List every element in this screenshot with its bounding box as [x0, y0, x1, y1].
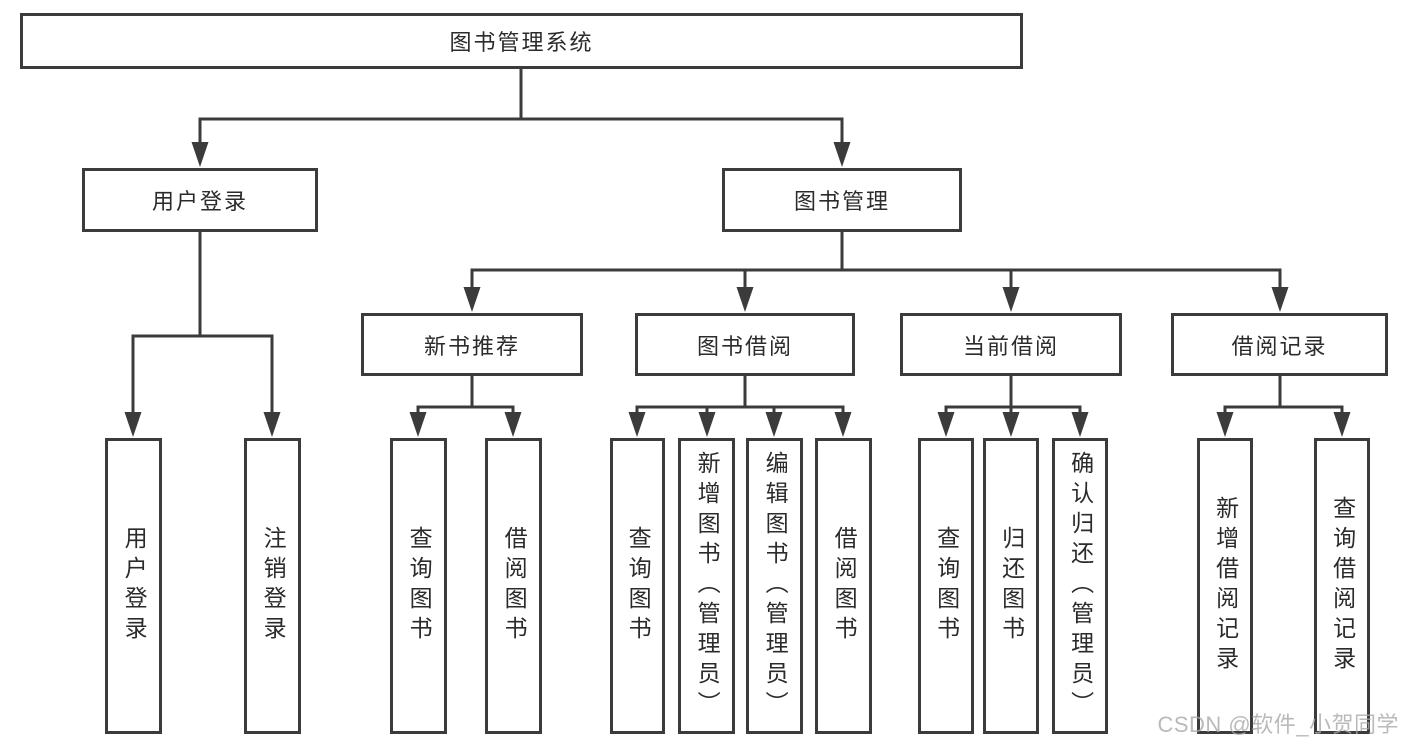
- leaf-add-borrow-record: 新增借阅记录: [1197, 438, 1253, 734]
- leaf-borrow-query-books: 查询图书: [610, 438, 665, 734]
- node-book-borrow-label: 图书借阅: [696, 333, 793, 359]
- leaf-borrow-query-books-label: 查询图书: [625, 526, 652, 646]
- leaf-return-books-label: 归还图书: [998, 526, 1025, 646]
- node-current-borrow: 当前借阅: [900, 313, 1122, 376]
- node-library-system-label: 图书管理系统: [449, 30, 594, 55]
- node-library-system: 图书管理系统: [20, 13, 1023, 69]
- leaf-user-login-label: 用户登录: [121, 526, 148, 646]
- leaf-add-borrow-record-label: 新增借阅记录: [1212, 496, 1239, 676]
- leaf-query-borrow-record-label: 查询借阅记录: [1329, 496, 1356, 676]
- leaf-recommend-query-books-label: 查询图书: [406, 526, 433, 646]
- leaf-add-books-admin-label: 新增图书（管理员）: [694, 451, 721, 721]
- leaf-recommend-query-books: 查询图书: [390, 438, 447, 734]
- node-user-login-label: 用户登录: [151, 189, 248, 214]
- node-new-book-recommend: 新书推荐: [361, 313, 583, 376]
- node-book-borrow: 图书借阅: [635, 313, 855, 376]
- leaf-recommend-borrow-books-label: 借阅图书: [501, 526, 528, 646]
- leaf-query-borrow-record: 查询借阅记录: [1314, 438, 1370, 734]
- leaf-logout: 注销登录: [244, 438, 301, 734]
- leaf-return-books: 归还图书: [983, 438, 1039, 734]
- node-book-management: 图书管理: [722, 168, 962, 232]
- node-book-management-label: 图书管理: [793, 189, 890, 214]
- leaf-edit-books-admin-label: 编辑图书（管理员）: [762, 451, 789, 721]
- node-borrow-records-label: 借阅记录: [1231, 333, 1328, 359]
- leaf-add-books-admin: 新增图书（管理员）: [678, 438, 735, 734]
- node-new-book-recommend-label: 新书推荐: [423, 333, 520, 359]
- leaf-current-query-books: 查询图书: [918, 438, 974, 734]
- leaf-logout-label: 注销登录: [260, 526, 287, 646]
- leaf-edit-books-admin: 编辑图书（管理员）: [746, 438, 803, 734]
- node-borrow-records: 借阅记录: [1171, 313, 1388, 376]
- leaf-confirm-return-admin-label: 确认归还（管理员）: [1067, 451, 1094, 721]
- leaf-current-query-books-label: 查询图书: [933, 526, 960, 646]
- leaf-recommend-borrow-books: 借阅图书: [485, 438, 542, 734]
- leaf-user-login: 用户登录: [105, 438, 162, 734]
- leaf-confirm-return-admin: 确认归还（管理员）: [1052, 438, 1108, 734]
- leaf-borrow-books-label: 借阅图书: [831, 526, 858, 646]
- node-current-borrow-label: 当前借阅: [962, 333, 1059, 359]
- leaf-borrow-books: 借阅图书: [815, 438, 872, 734]
- csdn-watermark: CSDN @软件_小贺同学: [1157, 712, 1399, 737]
- node-user-login: 用户登录: [82, 168, 318, 232]
